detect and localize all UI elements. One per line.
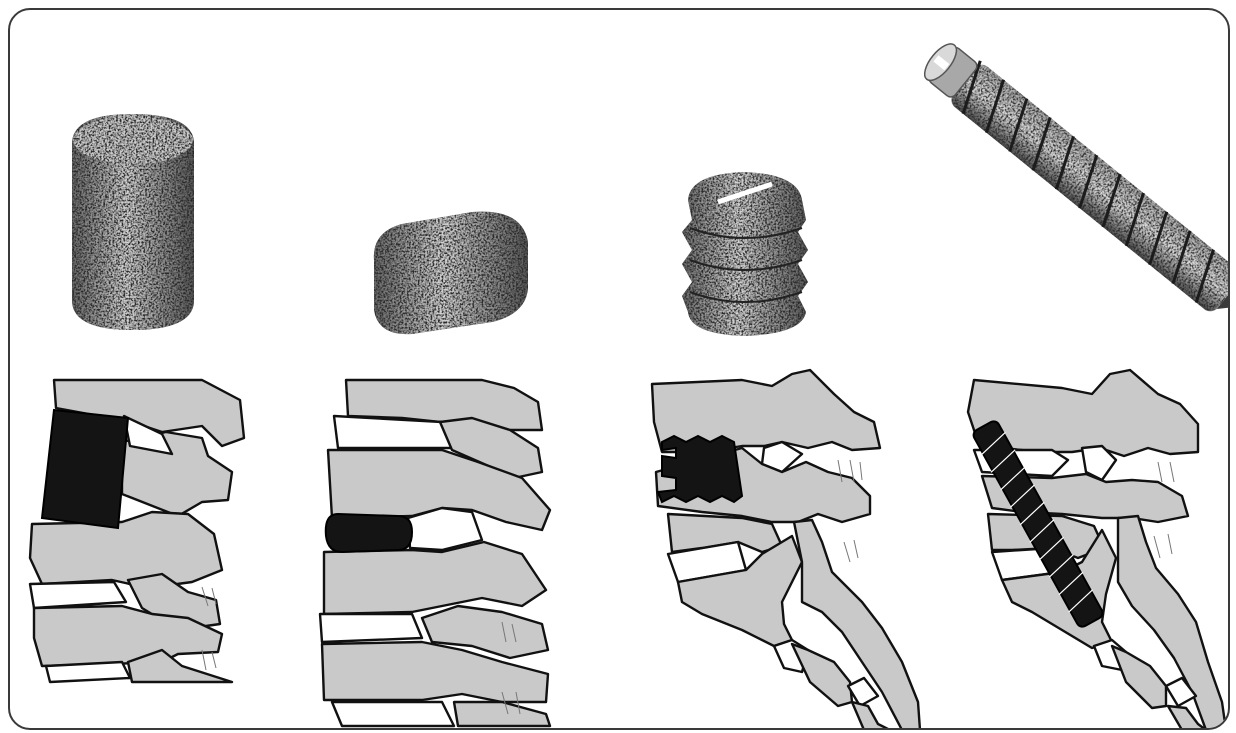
porous-cylinder-implant-icon bbox=[72, 114, 194, 330]
spine-diagram-long-screw bbox=[968, 370, 1226, 728]
spine-diagram-cylinder bbox=[30, 380, 244, 682]
implant-placement-threaded-plug bbox=[658, 436, 742, 502]
spine-diagram-block bbox=[320, 380, 550, 726]
figure-illustration bbox=[10, 10, 1228, 728]
implant-placement-block bbox=[326, 514, 412, 552]
implant-placement-cylinder bbox=[42, 410, 128, 528]
spine-diagram-threaded-plug bbox=[652, 370, 920, 728]
porous-threaded-plug-implant-icon bbox=[682, 172, 808, 336]
figure-frame bbox=[8, 8, 1230, 730]
porous-long-screw-implant-icon bbox=[916, 36, 1228, 327]
porous-oval-block-implant-icon bbox=[374, 212, 528, 335]
